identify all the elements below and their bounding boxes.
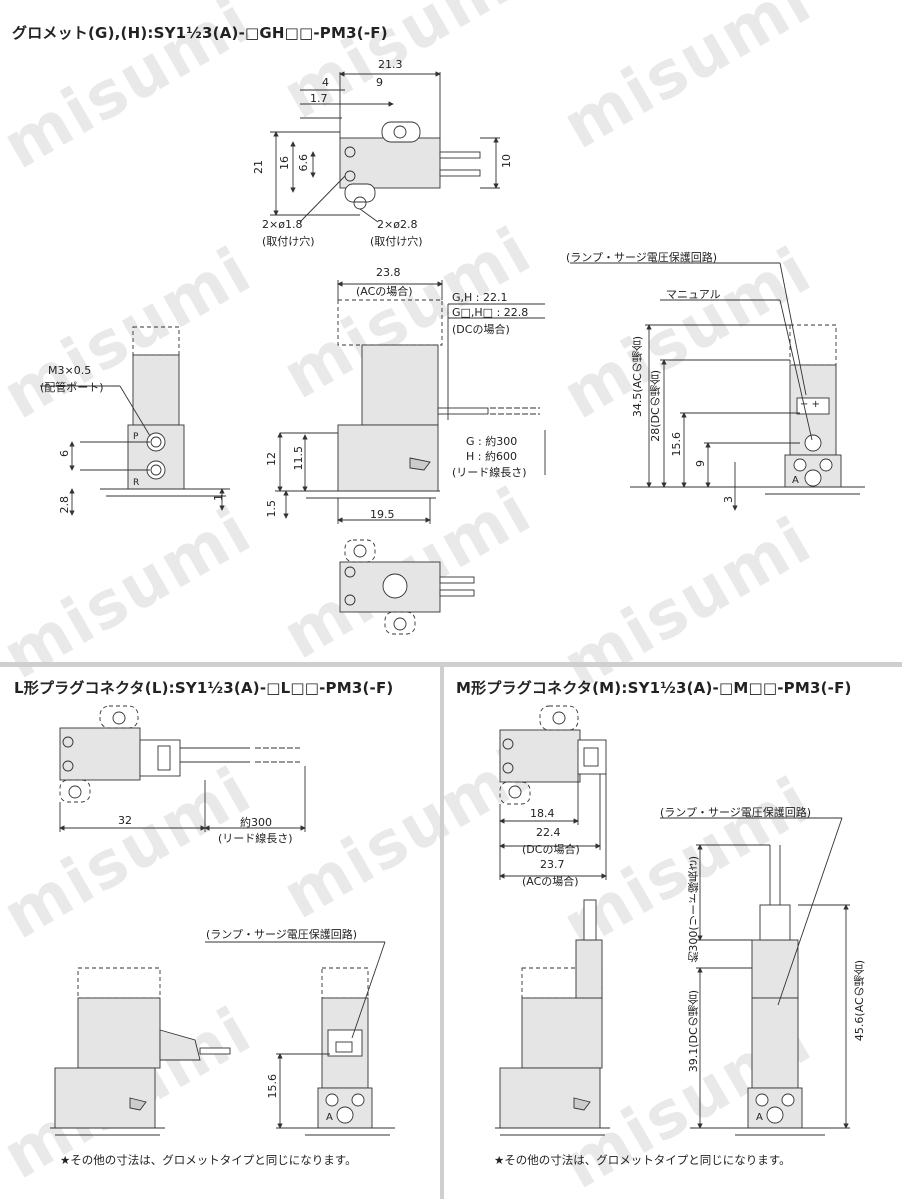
dim-10: 10 xyxy=(500,154,513,168)
dim-21: 21 xyxy=(252,160,265,174)
end-view xyxy=(570,262,865,511)
port-p-label: P xyxy=(133,432,139,442)
watermark-text: misumi xyxy=(551,0,824,164)
l-plug-drawing xyxy=(50,705,395,1136)
watermark-text: misumi xyxy=(0,753,264,954)
dim-21-3: 21.3 xyxy=(378,58,403,71)
dim-23-7: 23.7 xyxy=(540,858,565,871)
dim-22-4: 22.4 xyxy=(536,826,561,839)
hole-large-note: (取付け穴) xyxy=(370,235,423,248)
dim-15-6-end: 15.6 xyxy=(670,432,683,457)
dim-32: 32 xyxy=(118,814,132,827)
dim-19-5: 19.5 xyxy=(370,508,395,521)
m-lamp-note: (ランプ・サージ電圧保護回路) xyxy=(660,806,812,819)
l-lead-label: 約300 xyxy=(240,816,272,829)
section-divider xyxy=(0,662,902,667)
g-label: G□,H□ : 22.8 xyxy=(452,306,529,319)
dim-2-8: 2.8 xyxy=(58,496,71,514)
m-plug-drawing xyxy=(495,705,850,1136)
watermark-text: misumi xyxy=(0,233,264,434)
dim-28: 28(DCの場合) xyxy=(649,370,662,442)
column-divider xyxy=(440,667,444,1199)
dim-12: 12 xyxy=(265,452,278,466)
hole-small-label: 2×ø1.8 xyxy=(262,218,303,231)
dim-45-6: 45.6(ACの場合) xyxy=(853,960,866,1042)
ac-case-label: (ACの場合) xyxy=(356,285,413,298)
dim-3: 3 xyxy=(722,496,735,503)
heading-l-plug: L形プラグコネクタ(L):SY1½3(A)-□L□□-PM3(-F) xyxy=(14,679,394,697)
lamp-note: (ランプ・サージ電圧保護回路) xyxy=(566,251,718,264)
m-ac-case: (ACの場合) xyxy=(522,875,579,888)
front-view xyxy=(40,326,230,516)
hole-large-label: 2×ø2.8 xyxy=(377,218,418,231)
dim-11-5: 11.5 xyxy=(292,446,305,471)
dim-1-7: 1.7 xyxy=(310,92,328,105)
heading-grommet: グロメット(G),(H):SY1½3(A)-□GH□□-PM3(-F) xyxy=(12,24,388,42)
port-a-m: A xyxy=(756,1112,763,1123)
dim-23-8: 23.8 xyxy=(376,266,401,279)
watermark-text: misumi xyxy=(271,0,544,134)
hole-small-note: (取付け穴) xyxy=(262,235,315,248)
m-lead-label: 約300(リード線長さ) xyxy=(687,856,700,963)
dim-15-6-l: 15.6 xyxy=(266,1074,279,1099)
dim-6-6: 6.6 xyxy=(297,154,310,172)
heading-m-plug: M形プラグコネクタ(M):SY1½3(A)-□M□□-PM3(-F) xyxy=(456,679,852,697)
top-view xyxy=(270,71,500,223)
dim-9-end: 9 xyxy=(694,460,707,467)
dim-16: 16 xyxy=(278,156,291,170)
dim-1-5: 1.5 xyxy=(265,500,278,518)
watermark-text: misumi xyxy=(551,503,824,704)
port-a-l: A xyxy=(326,1112,333,1123)
port-a-end: A xyxy=(792,475,799,486)
port-label: M3×0.5 xyxy=(48,364,92,377)
lead-g-label: G : 約300 xyxy=(466,435,518,448)
side-view xyxy=(275,280,546,524)
l-lead-note: (リード線長さ) xyxy=(218,832,293,845)
dc-case-label: (DCの場合) xyxy=(452,323,510,336)
manual-label: マニュアル xyxy=(666,288,721,301)
l-footnote: ★その他の寸法は、グロメットタイプと同じになります。 xyxy=(60,1153,357,1167)
m-dc-case: (DCの場合) xyxy=(522,843,580,856)
dim-6-front: 6 xyxy=(58,450,71,457)
gh-label: G,H : 22.1 xyxy=(452,291,508,304)
port-note: (配管ポート) xyxy=(40,381,104,394)
lead-h-label: H : 約600 xyxy=(466,450,517,463)
dim-1: 1 xyxy=(212,494,225,501)
dim-18-4: 18.4 xyxy=(530,807,555,820)
l-lamp-note: (ランプ・サージ電圧保護回路) xyxy=(206,928,358,941)
lead-note-label: (リード線長さ) xyxy=(452,466,527,479)
polarity-label: − + xyxy=(800,399,820,410)
dim-9: 9 xyxy=(376,76,383,89)
port-r-label: R xyxy=(133,478,140,488)
m-footnote: ★その他の寸法は、グロメットタイプと同じになります。 xyxy=(494,1153,791,1167)
bottom-view xyxy=(339,539,475,635)
dim-4: 4 xyxy=(322,76,329,89)
dim-39-1: 39.1(DCの場合) xyxy=(687,990,700,1073)
dim-34-5: 34.5(ACの場合) xyxy=(631,336,644,418)
